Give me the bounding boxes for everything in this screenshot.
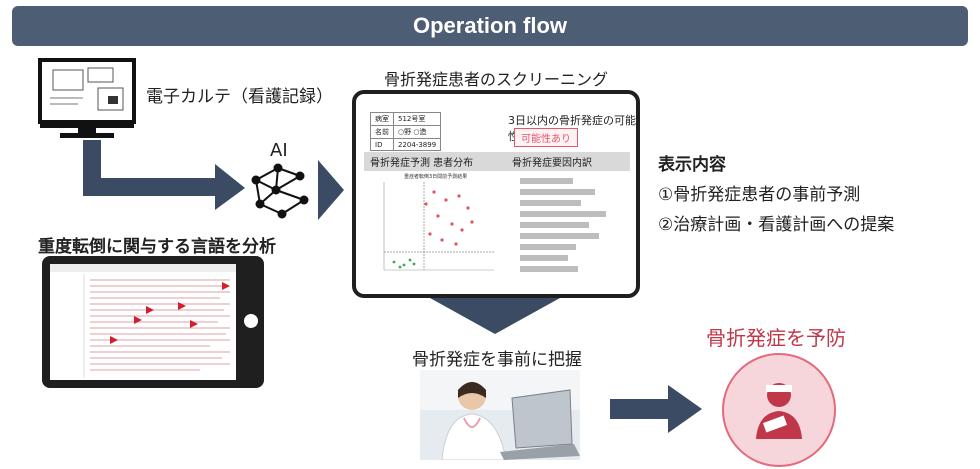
- arrow-down: [430, 298, 560, 334]
- info-key: ID: [370, 138, 394, 151]
- ai-label: AI: [270, 140, 288, 161]
- grasp-label: 骨折発症を事前に把握: [412, 350, 582, 370]
- ehr-label: 電子カルテ（看護記録）: [146, 87, 333, 107]
- info-value: ○野 ○造: [392, 125, 442, 139]
- factor-bar: [520, 200, 581, 206]
- flow-arrow-to-ai: [83, 140, 245, 210]
- info-value: 512号室: [392, 112, 442, 126]
- prevention-circle: [722, 353, 836, 467]
- header-title: Operation flow: [413, 13, 567, 38]
- tablet-screen: [50, 264, 236, 380]
- prevention-label: 骨折発症を予防: [706, 326, 846, 350]
- info-key: 名前: [370, 125, 394, 139]
- arrow-to-screening: [318, 160, 344, 220]
- factor-bar: [520, 222, 589, 228]
- neural-network-icon: [251, 163, 309, 219]
- arrow-to-prevention: [610, 385, 702, 433]
- analysis-label: 重度転倒に関与する言語を分析: [38, 237, 276, 257]
- scatter-title: 重症者転倒3日間前予測結果: [404, 173, 467, 180]
- monitor-icon: [38, 58, 136, 138]
- header-banner: Operation flow: [12, 6, 968, 46]
- screening-title: 骨折発症患者のスクリーニング: [384, 70, 609, 89]
- factor-bar: [520, 233, 599, 239]
- display-title: 表示内容: [658, 155, 726, 175]
- factor-bars: [520, 178, 606, 272]
- tablet-home-button: [244, 314, 258, 328]
- injured-person-icon: [756, 383, 802, 439]
- factor-bar: [520, 178, 573, 184]
- section-distribution: 骨折発症予測 患者分布: [364, 152, 508, 171]
- info-key: 病室: [370, 112, 394, 126]
- factor-bar: [520, 189, 595, 195]
- text-analysis-view: [50, 264, 236, 378]
- factor-bar: [520, 255, 568, 261]
- scatter-plot: 重症者転倒3日間前予測結果: [383, 173, 494, 271]
- probability-text: 3日以内の骨折発症の可能性: [508, 114, 636, 143]
- factor-bar: [520, 211, 606, 217]
- analysis-tablet: [42, 256, 264, 388]
- display-item-2: ②治療計画・看護計画への提案: [658, 215, 895, 235]
- factor-bar: [520, 244, 576, 250]
- info-value: 2204-3899: [392, 138, 442, 151]
- nurse-laptop-photo: [420, 370, 580, 460]
- probability-tag: 可能性あり: [514, 128, 578, 147]
- section-factors: 骨折発症要因内訳: [506, 152, 630, 171]
- display-item-1: ①骨折発症患者の事前予測: [658, 185, 861, 205]
- factor-bar: [520, 266, 578, 272]
